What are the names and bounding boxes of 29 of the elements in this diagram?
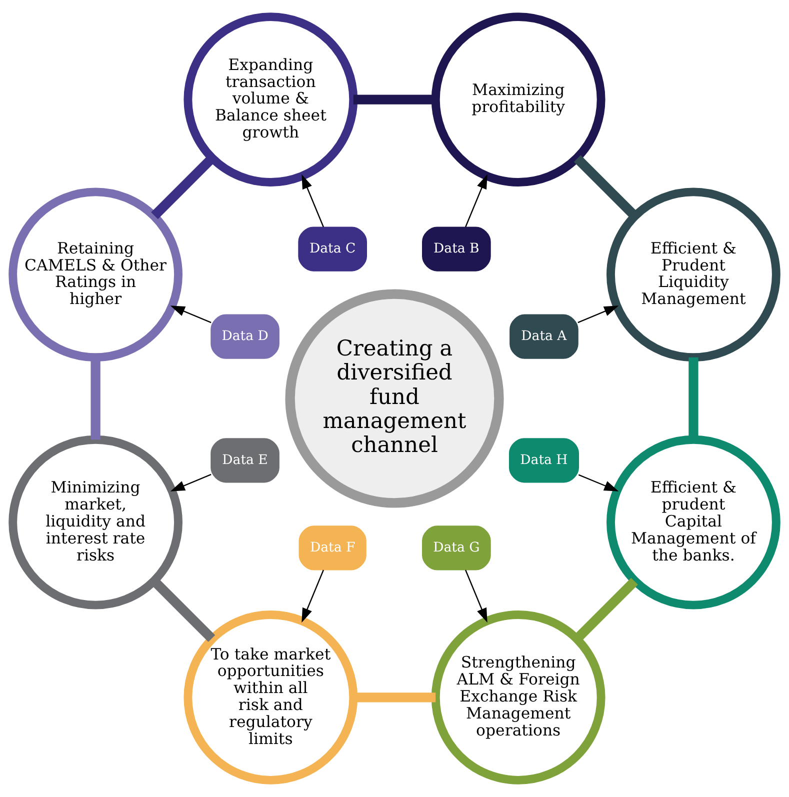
- connector: [151, 154, 216, 220]
- node-circle: Creating a diversified fund management channel: [285, 289, 504, 508]
- connector: [574, 578, 638, 642]
- arrow: [465, 174, 488, 228]
- node-box: Data G: [422, 526, 491, 570]
- node-box: Data A: [510, 314, 578, 359]
- node-circle: Efficient & Prudent Liquidity Management: [606, 188, 780, 362]
- node-box: Data H: [508, 438, 579, 483]
- node-box: Data F: [298, 526, 366, 570]
- node-box: Data C: [298, 226, 367, 272]
- node-circle: Minimizing market, liquidity and interest rate risks: [8, 435, 182, 610]
- node-box: Data E: [210, 438, 280, 483]
- arrow: [170, 306, 212, 324]
- node-circle: Expanding transaction volume & Balance sheet growth: [184, 12, 358, 186]
- arrow: [302, 174, 324, 228]
- node-circle: Retaining CAMELS & Other Ratings in higher: [8, 188, 182, 362]
- arrow: [578, 306, 619, 324]
- arrow: [578, 474, 619, 492]
- arrow: [170, 474, 212, 492]
- node-box: Data D: [210, 314, 280, 359]
- node-circle: To take market opportunities within all risk and regulatory limits: [184, 610, 358, 784]
- arrow: [465, 570, 488, 623]
- node-circle: Efficient & prudent Capital Management of the banks.: [606, 435, 780, 610]
- node-circle: Strengthening ALM & Foreign Exchange Risk Management operations: [431, 610, 606, 784]
- arrow: [302, 570, 324, 623]
- connector: [574, 155, 638, 220]
- node-circle: Maximizing profitability: [431, 12, 606, 186]
- connector: [150, 578, 216, 642]
- node-box: Data B: [422, 226, 491, 272]
